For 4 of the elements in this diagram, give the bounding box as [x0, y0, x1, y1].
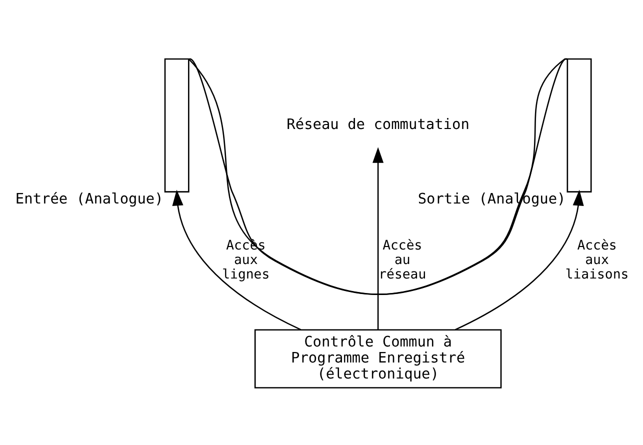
node-label: Entrée (Analogue): [15, 190, 164, 207]
edge-label: Accès aux liaisons: [565, 238, 629, 282]
node-text: Réseau de commutation: [286, 116, 470, 133]
edge-label: Accès au réseau: [378, 238, 426, 282]
